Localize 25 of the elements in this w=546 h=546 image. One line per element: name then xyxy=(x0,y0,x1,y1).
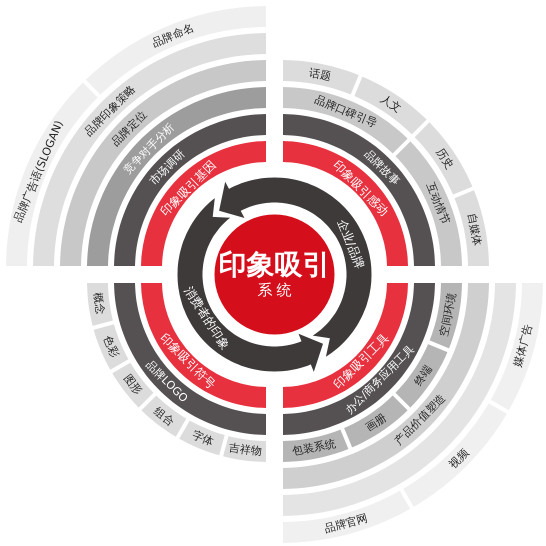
segment-label: 产品价值塑造 xyxy=(392,392,447,447)
segment-label: 品牌口碑引导 xyxy=(313,94,378,130)
segment-label: 包装系统 xyxy=(291,438,337,458)
segment-label: 终端 xyxy=(412,363,434,388)
arrow-label: 企业/品牌 xyxy=(336,217,366,270)
segment-label: 字体 xyxy=(190,429,216,448)
center-subtitle: 系统 xyxy=(258,280,296,300)
segment-label: 互动情节 xyxy=(424,180,452,226)
center-title: 印象吸引 xyxy=(218,248,330,281)
segment-label: 画册 xyxy=(363,412,388,434)
segment-label: 视频 xyxy=(447,447,470,470)
segment-label: 媒体广告 xyxy=(512,323,534,369)
segment-label: 色彩 xyxy=(101,334,120,358)
segment-label: 品牌命名 xyxy=(150,22,196,50)
segment-label: 人文 xyxy=(378,93,403,115)
segment-label: 概念 xyxy=(92,292,106,315)
segment-label: 图形 xyxy=(122,372,144,397)
segment-label: 吉祥物 xyxy=(228,442,263,458)
segment-label: 历史 xyxy=(434,146,456,171)
segment-label: 品牌官网 xyxy=(323,512,369,534)
segment-label: 组合 xyxy=(152,405,176,428)
segment-label: 自媒体 xyxy=(466,212,483,247)
segment-label: 空间环境 xyxy=(438,291,458,337)
segment-label: 品牌故事 xyxy=(362,148,402,187)
segment-label: 话题 xyxy=(308,66,332,82)
